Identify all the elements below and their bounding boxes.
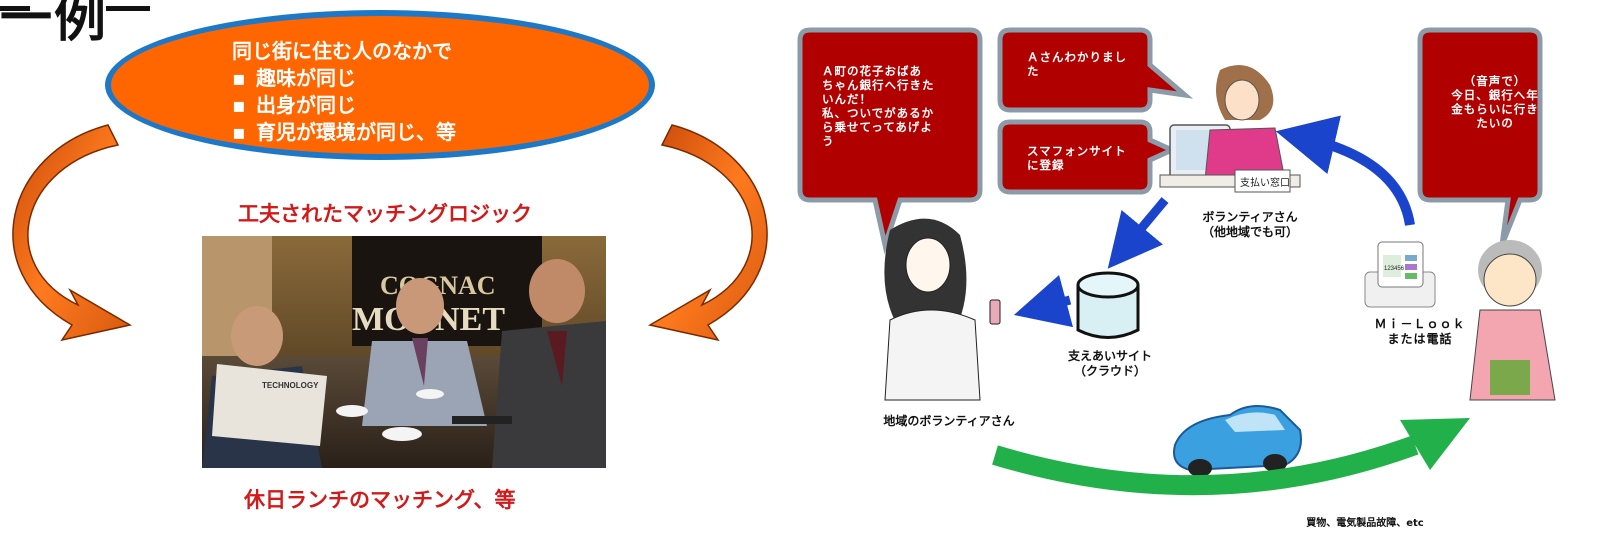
- bubble-registered: [997, 119, 1179, 195]
- milook-phone-icon: 123456: [1364, 241, 1436, 308]
- matching-criteria-oval: [105, 10, 655, 160]
- bubble-understood-text: Ａさんわかりまし た: [1027, 50, 1127, 78]
- svg-text:支払い窓口: 支払い窓口: [1240, 176, 1290, 189]
- oval-item: ▪育児が環境が同じ、等: [232, 120, 456, 144]
- service-diagram: 支払い窓口 123456: [797, 27, 1556, 496]
- arrow-green-errand: [992, 435, 1419, 496]
- title-rule-left: [0, 6, 30, 11]
- cycle-arrows: [12, 124, 768, 342]
- bubble-hanako: [797, 27, 983, 255]
- svg-text:TECHNOLOGY: TECHNOLOGY: [262, 381, 319, 390]
- milook-caption: Ｍｉ－Ｌｏｏｋ または電話: [1374, 317, 1466, 346]
- arrow-center-to-volunteer: [1107, 197, 1169, 269]
- curved-arrow-left: [12, 124, 133, 342]
- oval-item: ▪趣味が同じ: [232, 66, 356, 90]
- volunteer-center-caption: ボランティアさん （他地域でも可）: [1201, 210, 1298, 239]
- bubble-voice: [1417, 27, 1543, 246]
- cloud-database-icon: [1076, 271, 1140, 339]
- volunteer-illustration: 支払い窓口: [1159, 65, 1301, 193]
- oval-item: ▪出身が同じ: [232, 93, 356, 117]
- svg-text:123456: 123456: [1384, 266, 1405, 272]
- bubble-hanako-text: Ａ町の花子おばあ ちゃん銀行へ行きた いんだ！ 私、ついでがあるか ら乗せてって…: [822, 64, 935, 148]
- matching-criteria-text: 同じ街に住む人のなかで ▪趣味が同じ ▪出身が同じ ▪育児が環境が同じ、等: [232, 38, 456, 146]
- lunch-photo: COGNAC MONNET TECHNOLOGY: [202, 236, 606, 468]
- bubble-registered-text: スマフォンサイト に登録: [1027, 144, 1127, 172]
- local-volunteer-caption: 地域のボランティアさん: [883, 414, 1015, 428]
- car-icon: [1173, 405, 1302, 477]
- local-volunteer-illustration: [884, 218, 1001, 401]
- cloud-site-caption: 支えあいサイト （クラウド）: [1067, 349, 1152, 378]
- curved-arrow-right: [647, 124, 768, 342]
- oval-heading: 同じ街に住む人のなかで: [232, 39, 452, 63]
- arrow-milook-to-center: [1275, 115, 1415, 226]
- bubble-understood: [997, 27, 1194, 113]
- arrow-green-head: [1400, 418, 1470, 470]
- grandmother-illustration: [1469, 240, 1556, 401]
- title-rule-right: [106, 6, 150, 11]
- errands-caption: 買物、電気製品故障、etc: [1306, 518, 1424, 529]
- arrow-cloud-to-local: [1013, 274, 1074, 328]
- matching-logic-label: 工夫されたマッチングロジック: [238, 202, 532, 226]
- bubble-voice-text: （音声で） 今日、銀行へ年 金もらいに行き たいの: [1451, 74, 1539, 130]
- lunch-matching-label: 休日ランチのマッチング、等: [244, 488, 516, 512]
